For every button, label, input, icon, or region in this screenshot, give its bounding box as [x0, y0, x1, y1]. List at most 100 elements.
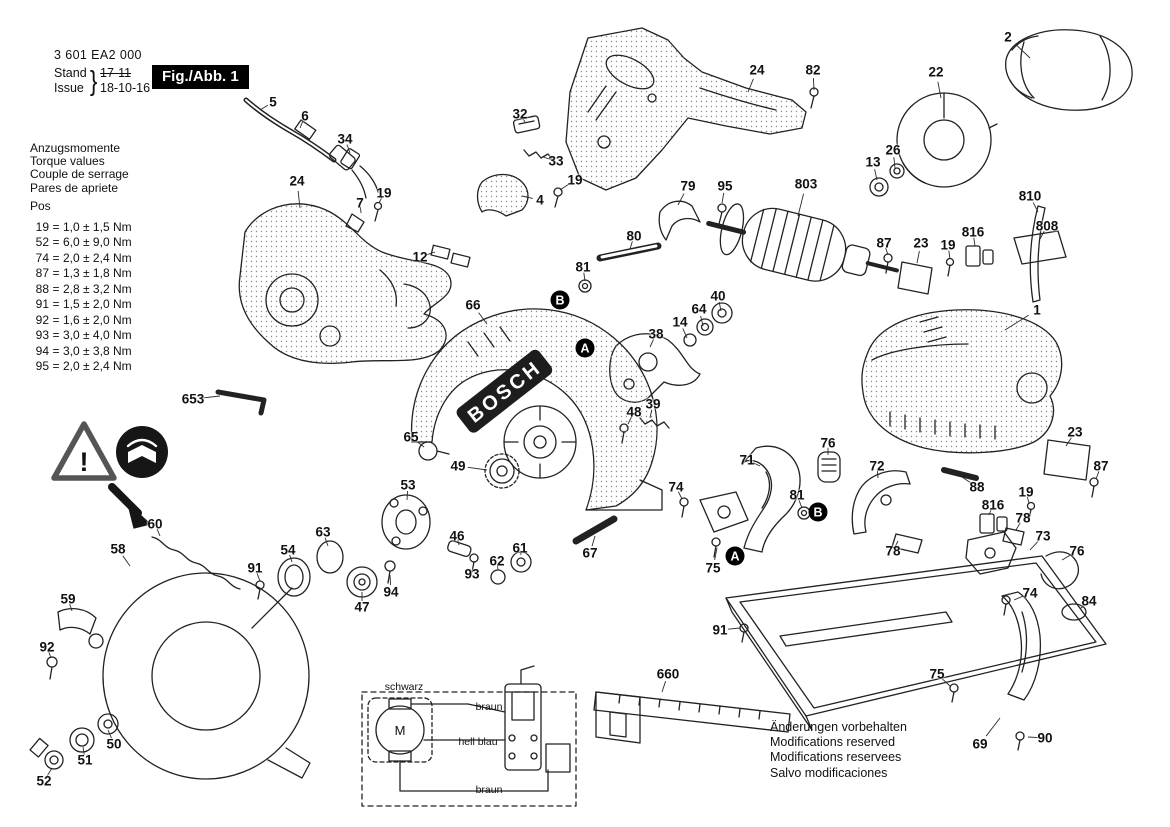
part-callout-38: 38 [648, 326, 664, 342]
part-callout-81: 81 [575, 259, 591, 275]
motor-housing-drawing [861, 309, 1063, 454]
part-callout-74: 74 [1022, 585, 1038, 601]
hex-key-drawing [215, 389, 267, 416]
footer-note: Modifications reserved [770, 735, 896, 750]
wiring-diagram-drawing: M [361, 665, 577, 807]
part-callout-12: 12 [412, 249, 428, 265]
exclamation-glyph: ! [80, 447, 89, 477]
part-callout-816: 816 [961, 224, 985, 240]
fan-cover-drawing [896, 92, 998, 188]
stand-value: 17-11 [100, 66, 132, 80]
detail-marker-B: B [808, 502, 828, 522]
wire-label-braun: braun [475, 784, 503, 796]
part-callout-48: 48 [626, 404, 642, 420]
part-callout-76: 76 [820, 435, 836, 451]
power-cord-drawing [243, 97, 379, 199]
torque-row-92: 92=1,6 ± 2,0 Nm [35, 312, 132, 327]
part-callout-92: 92 [39, 639, 55, 655]
part-callout-87: 87 [876, 235, 892, 251]
part-callout-74: 74 [668, 479, 684, 495]
part-callout-6: 6 [301, 108, 309, 124]
torque-row-94: 94=3,0 ± 3,8 Nm [35, 343, 132, 358]
lever-drawing [658, 200, 727, 241]
detail-marker-B: B [550, 290, 570, 310]
part-callout-66: 66 [465, 297, 481, 313]
part-callout-91: 91 [247, 560, 263, 576]
part-callout-71: 71 [739, 452, 755, 468]
part-callout-60: 60 [147, 516, 163, 532]
part-callout-23: 23 [1067, 424, 1083, 440]
part-callout-14: 14 [672, 314, 688, 330]
part-callout-19: 19 [940, 237, 956, 253]
part-callout-19: 19 [1018, 484, 1034, 500]
torque-row-93: 93=3,0 ± 4,0 Nm [35, 328, 132, 343]
detail-marker-A: A [725, 546, 745, 566]
part-callout-82: 82 [805, 62, 821, 78]
part-callout-50: 50 [106, 736, 122, 752]
motor-symbol-label: M [395, 723, 406, 738]
part-callout-75: 75 [705, 560, 721, 576]
part-callout-52: 52 [36, 773, 52, 789]
detail-marker-A: A [575, 338, 595, 358]
wire-label-hell-blau: hell blau [458, 736, 498, 748]
part-callout-24: 24 [289, 173, 305, 189]
part-callout-63: 63 [315, 524, 331, 540]
footer-note: Modifications reservees [770, 750, 902, 765]
part-callout-81: 81 [789, 487, 805, 503]
part-callout-7: 7 [356, 195, 364, 211]
warning-triangle-icon [51, 421, 117, 481]
part-callout-95: 95 [717, 178, 733, 194]
part-callout-59: 59 [60, 591, 76, 607]
torque-table-title: Couple de serrage [30, 167, 129, 182]
figure-label: Fig./Abb. 1 [152, 65, 249, 89]
part-callout-47: 47 [354, 599, 370, 615]
base-plate-drawing [725, 555, 1107, 751]
part-callout-94: 94 [383, 584, 399, 600]
switch-trigger-drawing [476, 115, 563, 217]
part-callout-24: 24 [749, 62, 765, 78]
part-callout-53: 53 [400, 477, 416, 493]
torque-row-87: 87=1,3 ± 1,8 Nm [35, 266, 132, 281]
part-callout-80: 80 [626, 228, 642, 244]
part-callout-90: 90 [1037, 730, 1053, 746]
part-callout-72: 72 [869, 458, 885, 474]
torque-row-52: 52=6,0 ± 9,0 Nm [35, 235, 132, 250]
part-callout-65: 65 [403, 429, 419, 445]
revision-block: Stand Issue } 17-11 18-10-16 [54, 66, 150, 95]
part-callout-660: 660 [656, 666, 680, 682]
title-block: 3 601 EA2 000 Stand Issue } 17-11 18-10-… [54, 48, 150, 95]
part-callout-19: 19 [567, 172, 583, 188]
part-callout-73: 73 [1035, 528, 1051, 544]
gear-housing-drawing [238, 201, 471, 365]
torque-table-title: Anzugsmomente [30, 141, 121, 155]
brace-glyph: } [89, 64, 98, 96]
part-callout-64: 64 [691, 301, 707, 317]
part-callout-816: 816 [981, 497, 1005, 513]
torque-row-95: 95=2,0 ± 2,4 Nm [35, 359, 132, 374]
part-callout-1: 1 [1033, 302, 1041, 318]
part-callout-76: 76 [1069, 543, 1085, 559]
part-callout-39: 39 [645, 396, 661, 412]
torque-row-88: 88=2,8 ± 3,2 Nm [35, 281, 132, 296]
part-callout-61: 61 [512, 540, 528, 556]
part-callout-653: 653 [181, 391, 205, 407]
part-callout-32: 32 [512, 106, 528, 122]
part-callout-84: 84 [1081, 593, 1097, 609]
part-callout-49: 49 [450, 458, 466, 474]
part-callout-51: 51 [77, 752, 93, 768]
safety-icons: ! [51, 421, 168, 529]
part-callout-67: 67 [582, 545, 598, 561]
part-callout-87: 87 [1093, 458, 1109, 474]
torque-pos-label: Pos [30, 198, 51, 213]
part-callout-79: 79 [680, 178, 696, 194]
torque-row-74: 74=2,0 ± 2,4 Nm [35, 250, 132, 265]
part-callout-62: 62 [489, 553, 505, 569]
depth-guide-parts-drawing [679, 445, 1087, 621]
wire-label-schwarz: schwarz [384, 681, 424, 693]
